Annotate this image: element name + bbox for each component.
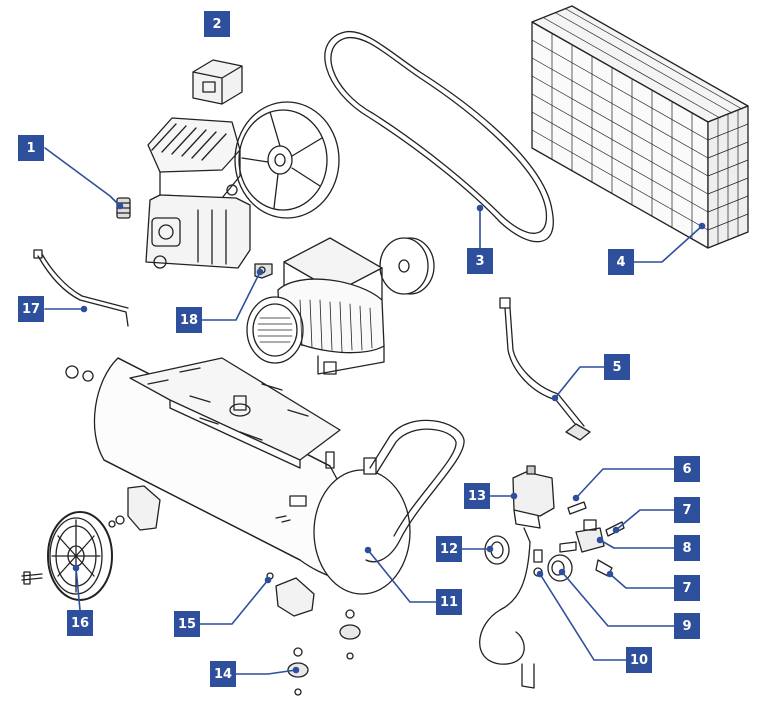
callout-16: 16 (67, 610, 93, 636)
pressure-switch-drawing (479, 465, 555, 689)
callout-8: 8 (674, 535, 700, 561)
gauges-drawing (484, 535, 573, 582)
belt-guard-drawing (531, 5, 749, 249)
callout-13: 13 (464, 483, 490, 509)
callout-3: 3 (467, 248, 493, 274)
regulator-drawing (559, 501, 625, 577)
callout-6: 6 (674, 456, 700, 482)
callout-5: 5 (604, 354, 630, 380)
flywheel-drawing (234, 101, 340, 219)
callout-4: 4 (608, 249, 634, 275)
callout-10: 10 (626, 647, 652, 673)
callout-7a: 7 (674, 497, 700, 523)
belt-drawing (324, 30, 554, 243)
callout-18: 18 (176, 307, 202, 333)
tank-drawing (93, 357, 465, 617)
leader-lines (44, 147, 706, 675)
pump-drawing (145, 117, 251, 269)
callout-7b: 7 (674, 575, 700, 601)
callout-9: 9 (674, 613, 700, 639)
motor-pulley-drawing (379, 237, 435, 295)
callout-11: 11 (436, 589, 462, 615)
delivery-pipe-drawing (499, 297, 591, 441)
callout-1: 1 (18, 135, 44, 161)
rubber-feet-drawing (287, 609, 361, 696)
callout-14: 14 (210, 661, 236, 687)
callout-15: 15 (174, 611, 200, 637)
callout-2: 2 (204, 11, 230, 37)
motor-drawing (246, 237, 385, 375)
callout-12: 12 (436, 536, 462, 562)
wheel-drawing (21, 511, 125, 601)
fittings-drawing (65, 365, 94, 382)
unloader-pipe-drawing (33, 249, 129, 327)
filter-cover-drawing (192, 59, 243, 105)
callout-17: 17 (18, 296, 44, 322)
